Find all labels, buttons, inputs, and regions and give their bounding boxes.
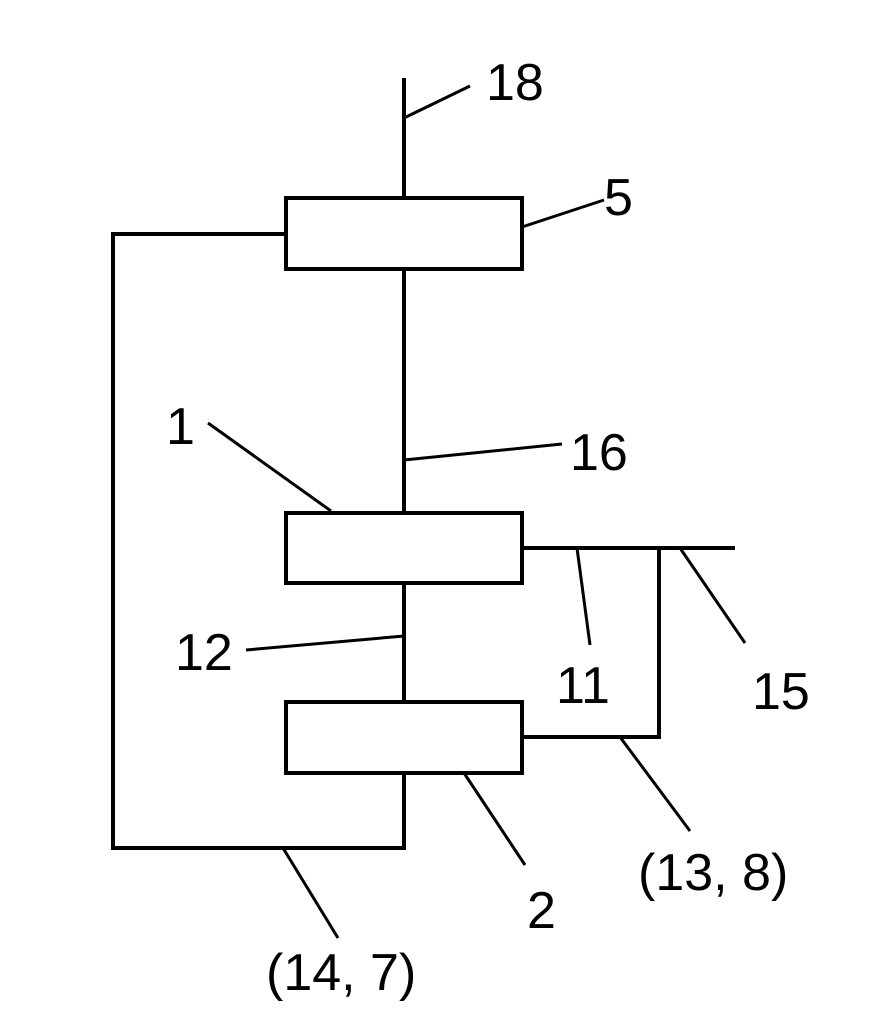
label-14-7: (14, 7) (266, 944, 416, 1002)
label-11: 11 (556, 657, 610, 715)
label-2: 2 (527, 882, 556, 940)
unit-5-box (286, 198, 522, 269)
label-13-8: (13, 8) (638, 844, 788, 902)
label-16: 16 (570, 424, 628, 482)
leader-5 (522, 200, 604, 227)
leader-12 (246, 636, 404, 650)
leader-16 (404, 444, 562, 460)
label-1: 1 (166, 398, 195, 456)
leader-13-8 (620, 737, 690, 831)
leader-2 (464, 773, 525, 865)
unit-1-box (286, 513, 522, 583)
leader-1 (208, 423, 331, 511)
unit-2-box (286, 702, 522, 773)
label-15: 15 (752, 663, 810, 721)
leader-14-7 (283, 848, 338, 938)
label-18: 18 (486, 54, 544, 112)
leader-11 (577, 548, 590, 645)
label-12: 12 (175, 624, 233, 682)
leader-18 (404, 86, 470, 118)
label-5: 5 (604, 169, 633, 227)
leader-15 (680, 548, 745, 643)
